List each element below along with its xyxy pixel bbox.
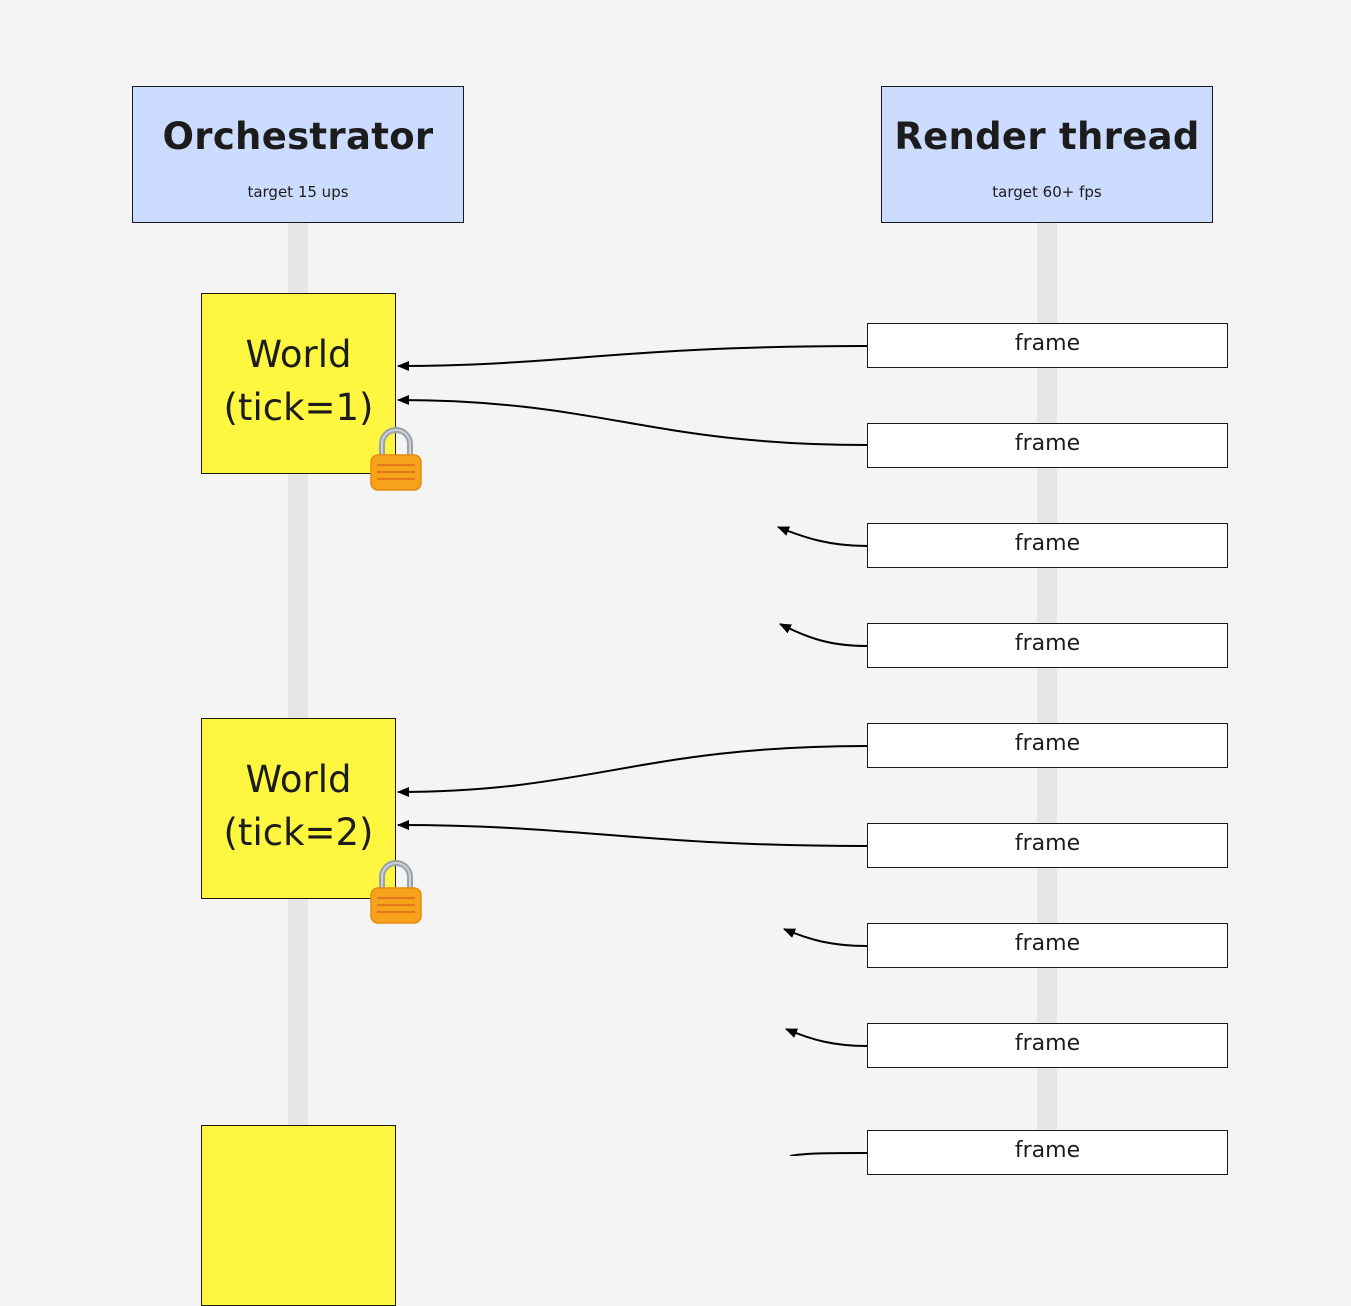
frame-box-9: frame	[867, 1130, 1228, 1175]
lock-icon	[370, 860, 422, 924]
frame-box-8: frame	[867, 1023, 1228, 1068]
frame-box-1: frame	[867, 323, 1228, 368]
arrow-frame-1-to-world-1	[397, 345, 868, 371]
world-box-tick-3	[201, 1125, 396, 1306]
lock-icon	[370, 427, 422, 491]
world-box-tick-2: World (tick=2)	[201, 718, 396, 899]
arrow-frame-8-dangling	[785, 1028, 868, 1047]
render-thread-subtitle: target 60+ fps	[992, 183, 1102, 201]
arrow-frame-5-to-world-2	[397, 745, 868, 797]
world-box-tick-1: World (tick=1)	[201, 293, 396, 474]
frame-box-7: frame	[867, 923, 1228, 968]
render-thread-title: Render thread	[894, 115, 1200, 158]
frame-box-2: frame	[867, 423, 1228, 468]
orchestrator-title: Orchestrator	[162, 115, 434, 158]
arrow-frame-2-to-world-1	[397, 395, 868, 446]
arrow-frame-4-dangling	[779, 623, 868, 647]
frame-box-5: frame	[867, 723, 1228, 768]
frame-box-6: frame	[867, 823, 1228, 868]
world-tick-label: (tick=1)	[223, 386, 374, 429]
world-label: World	[245, 333, 352, 376]
world-tick-label: (tick=2)	[223, 811, 374, 854]
orchestrator-subtitle: target 15 ups	[247, 183, 349, 201]
frame-box-4: frame	[867, 623, 1228, 668]
arrow-frame-3-dangling	[777, 526, 868, 547]
orchestrator-actor: Orchestrator target 15 ups	[132, 86, 464, 223]
world-label: World	[245, 758, 352, 801]
arrow-frame-7-dangling	[783, 928, 868, 947]
frame-box-3: frame	[867, 523, 1228, 568]
render-thread-actor: Render thread target 60+ fps	[881, 86, 1213, 223]
arrow-frame-6-to-world-2	[397, 820, 868, 847]
